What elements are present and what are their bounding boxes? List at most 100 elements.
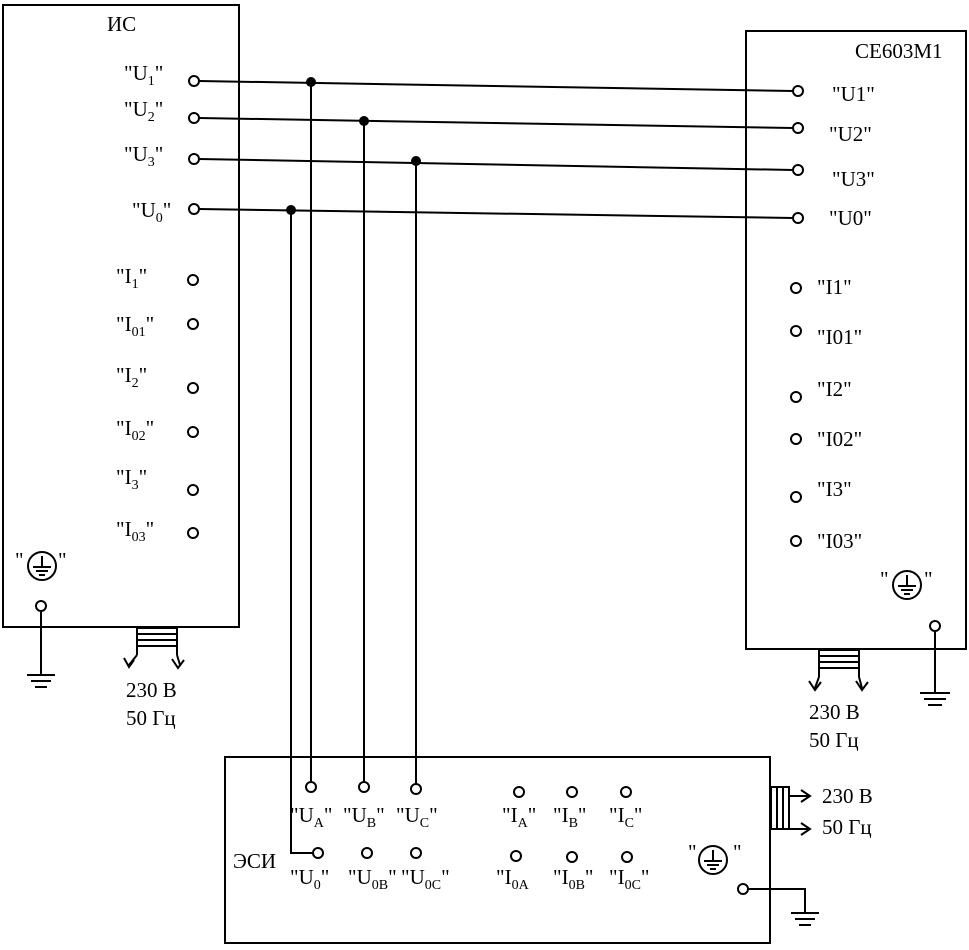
is-supply-frequency: 50 Гц xyxy=(126,706,176,730)
ce-label-i01: "I01" xyxy=(817,325,862,349)
is-label-i01: "I01" xyxy=(116,312,154,340)
is-terminal-i02 xyxy=(187,426,199,438)
esi-device: ЭСИ "UA" "UB" "UC" "U0" "U0B" "U0C" "IA"… xyxy=(224,756,873,944)
ground-icon xyxy=(27,674,55,688)
esi-ground-wire xyxy=(748,888,806,913)
is-label-u2: "U2" xyxy=(124,97,163,125)
esi-label-ic: "IC" xyxy=(609,803,643,831)
ce-terminal-i03 xyxy=(790,535,802,547)
esi-ground-quote-right: " xyxy=(733,840,742,864)
is-title: ИС xyxy=(107,12,136,36)
ce-terminal-u0 xyxy=(792,212,804,224)
ce-ground-quote-right: " xyxy=(924,567,933,591)
ce603m1-device-box xyxy=(745,30,967,650)
junction-u2 xyxy=(359,116,369,126)
is-terminal-u0 xyxy=(188,203,200,215)
esi-label-uc: "UC" xyxy=(396,803,438,831)
esi-label-u0c: "U0C" xyxy=(401,865,450,893)
ce-label-i02: "I02" xyxy=(817,427,862,451)
is-terminal-i01 xyxy=(187,318,199,330)
protective-earth-icon xyxy=(27,551,57,581)
ce-terminal-u3 xyxy=(792,164,804,176)
is-label-i3: "I3" xyxy=(116,465,147,493)
esi-label-ia: "IA" xyxy=(502,803,536,831)
is-device: ИС "U1" "U2" "U3" "U0" "I1" "I01" "I2" "… xyxy=(2,4,240,730)
esi-terminal-i0b xyxy=(566,851,578,863)
is-terminal-i3 xyxy=(187,484,199,496)
is-label-u1: "U1" xyxy=(124,61,163,89)
junction-u0 xyxy=(286,205,296,215)
junction-u1 xyxy=(306,77,316,87)
esi-label-i0c: "I0C" xyxy=(609,865,650,893)
ce-supply-frequency: 50 Гц xyxy=(809,728,859,752)
ce-terminal-u1 xyxy=(792,85,804,97)
ce-label-i1: "I1" xyxy=(817,275,852,299)
wire-u2 xyxy=(198,117,794,129)
esi-ground-quote-left: " xyxy=(688,840,697,864)
esi-terminal-ua xyxy=(305,781,317,793)
esi-supply-voltage: 230 В xyxy=(822,784,873,808)
protective-earth-icon xyxy=(698,845,728,875)
esi-terminal-i0a xyxy=(510,850,522,862)
wire-u1 xyxy=(198,80,794,92)
esi-supply-frequency: 50 Гц xyxy=(822,815,872,839)
is-ground-quote-right: " xyxy=(58,548,67,572)
esi-terminal-u0 xyxy=(312,847,324,859)
is-terminal-u1 xyxy=(188,75,200,87)
is-device-box xyxy=(2,4,240,628)
ce-label-u2: "U2" xyxy=(829,122,872,146)
ce-label-u3: "U3" xyxy=(832,167,875,191)
esi-terminal-ia xyxy=(513,786,525,798)
junction-u3 xyxy=(411,156,421,166)
esi-label-u0: "U0" xyxy=(290,865,329,893)
esi-label-i0a: "I0A xyxy=(496,865,530,893)
is-terminal-i03 xyxy=(187,527,199,539)
ce-label-i3: "I3" xyxy=(817,477,852,501)
is-label-u3: "U3" xyxy=(124,142,163,170)
is-label-i02: "I02" xyxy=(116,416,154,444)
esi-terminal-i0c xyxy=(621,851,633,863)
protective-earth-icon xyxy=(892,570,922,600)
esi-terminal-ib xyxy=(566,786,578,798)
ce-label-i2: "I2" xyxy=(817,377,852,401)
is-terminal-u3 xyxy=(188,153,200,165)
wire-u0 xyxy=(198,208,794,219)
is-terminal-i2 xyxy=(187,382,199,394)
power-cord-icon xyxy=(123,627,185,670)
ce-ground-terminal xyxy=(929,620,941,632)
esi-label-ib: "IB" xyxy=(553,803,587,831)
esi-label-ua: "UA" xyxy=(290,803,332,831)
ce-label-i03: "I03" xyxy=(817,529,862,553)
is-label-i03: "I03" xyxy=(116,517,154,545)
ground-icon xyxy=(791,912,819,926)
ce-ground-quote-left: " xyxy=(880,567,889,591)
is-label-i2: "I2" xyxy=(116,363,147,391)
esi-terminal-ic xyxy=(620,786,632,798)
esi-title: ЭСИ xyxy=(233,849,276,873)
ce-terminal-i02 xyxy=(790,433,802,445)
is-label-u0: "U0" xyxy=(132,198,171,226)
ce-terminal-u2 xyxy=(792,122,804,134)
is-ground-terminal xyxy=(35,600,47,612)
ce-supply-voltage: 230 В xyxy=(809,700,860,724)
esi-terminal-uc xyxy=(410,783,422,795)
esi-terminal-u0b xyxy=(361,847,373,859)
ce-terminal-i3 xyxy=(790,491,802,503)
is-label-i1: "I1" xyxy=(116,264,147,292)
esi-ground-terminal xyxy=(737,883,749,895)
is-ground-quote-left: " xyxy=(15,548,24,572)
is-supply-voltage: 230 В xyxy=(126,678,177,702)
ce-terminal-i2 xyxy=(790,391,802,403)
ce603m1-device: СЕ603М1 "U1" "U2" "U3" "U0" "I1" "I01" "… xyxy=(745,30,967,752)
wire-u3 xyxy=(198,158,794,171)
esi-terminal-u0c xyxy=(410,847,422,859)
is-terminal-i1 xyxy=(187,274,199,286)
ce-terminal-i1 xyxy=(790,282,802,294)
esi-terminal-ub xyxy=(358,781,370,793)
ce603m1-title: СЕ603М1 xyxy=(855,39,943,63)
ce-label-u1: "U1" xyxy=(832,82,875,106)
power-cord-icon xyxy=(770,786,812,836)
ce-terminal-i01 xyxy=(790,325,802,337)
esi-label-u0b: "U0B" xyxy=(348,865,397,893)
